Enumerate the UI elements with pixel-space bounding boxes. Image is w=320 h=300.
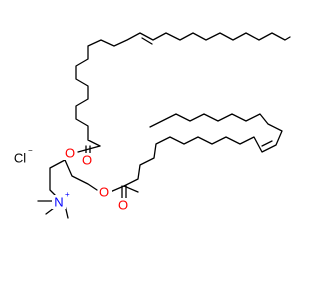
ester-oxygen-upper: O [65, 146, 75, 161]
upper-cis-double-bond [141, 37, 153, 45]
lower-cis-double-bond [261, 140, 273, 147]
lower-ester-link [109, 185, 139, 193]
nitrogen-atom: N [54, 195, 63, 210]
carbonyl-oxygen-lower: O [118, 198, 128, 213]
atom-labels: O O O O N + Cl − [14, 146, 130, 213]
upper-ester-bond [77, 145, 101, 153]
nitrogen-charge: + [65, 190, 70, 199]
upper-acyl-chain [75, 32, 291, 147]
chloride-charge: − [28, 146, 33, 155]
chloride-ion: Cl [14, 151, 26, 166]
bonds [37, 32, 291, 219]
carbonyl-oxygen-upper: O [82, 153, 92, 168]
ester-oxygen-lower: O [99, 185, 109, 200]
lower-acyl-chain [123, 113, 283, 187]
chemical-structure: O O O O N + Cl − [14, 32, 291, 219]
choline-link [49, 159, 66, 199]
